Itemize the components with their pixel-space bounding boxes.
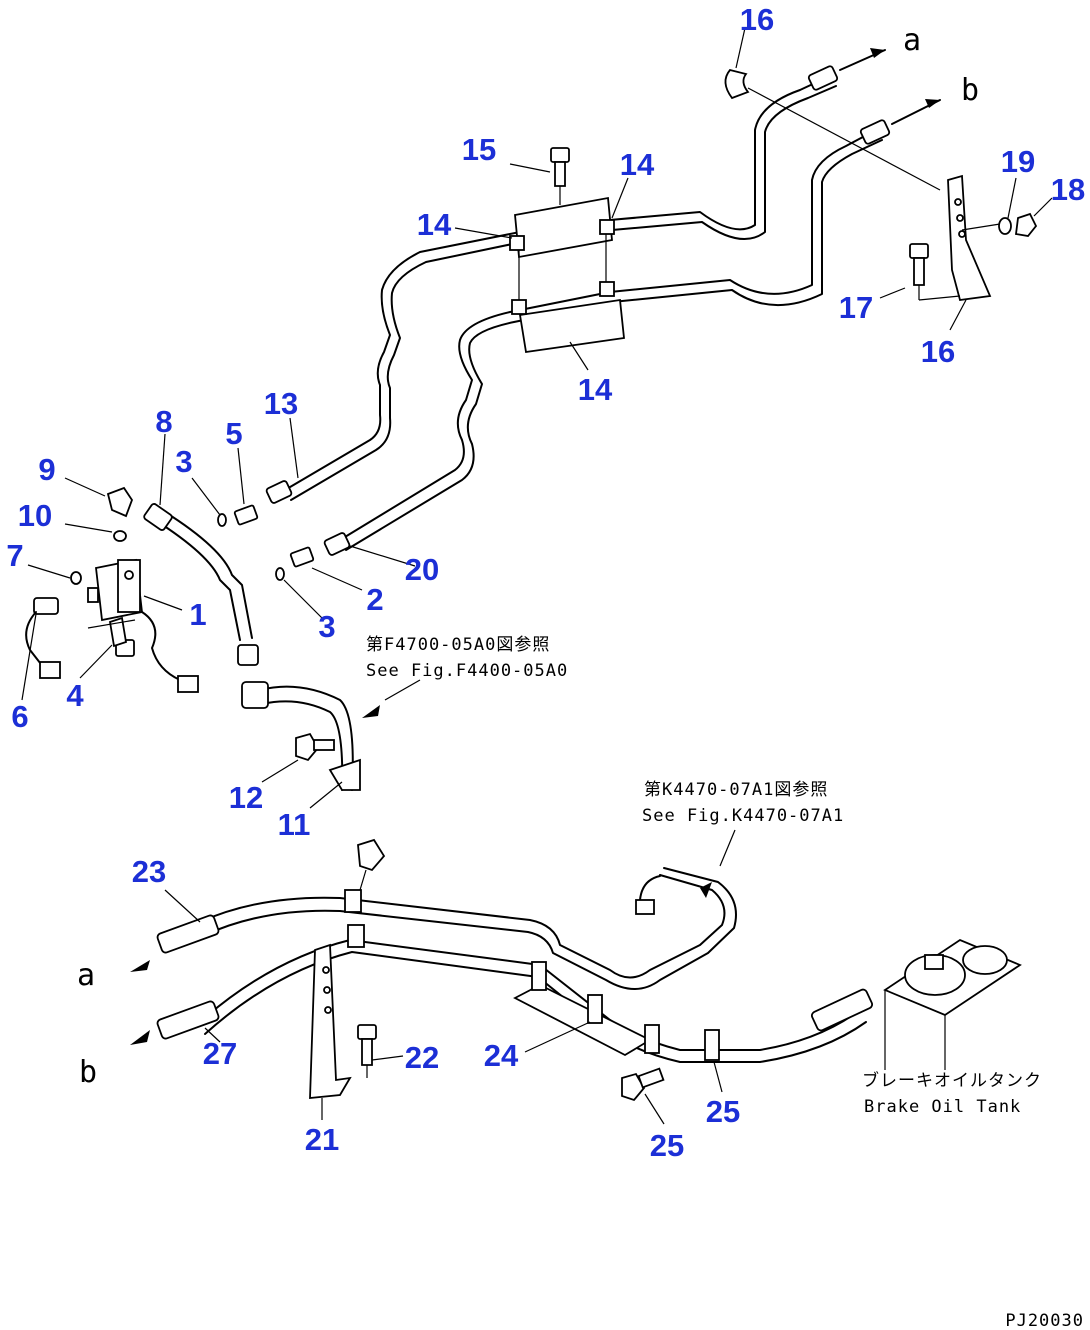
callout-12: 12 [229, 780, 263, 815]
hose-27 [130, 1000, 220, 1045]
callout-27: 27 [203, 1036, 237, 1071]
callout-14-bottom: 14 [578, 372, 613, 407]
callout-22: 21 [305, 1122, 339, 1157]
reference-arrow-f4400 [362, 679, 421, 718]
callout-7: 7 [6, 538, 23, 573]
callout-20: 19 [1001, 144, 1035, 179]
bolt-26 [621, 1067, 665, 1102]
oring-10 [113, 530, 127, 542]
callout-25-right: 25 [706, 1094, 740, 1129]
callout-17: 17 [839, 290, 873, 325]
reference-pipe-k4470 [635, 875, 712, 915]
reference-k4470-jp: 第K4470-07A1図参照 [644, 780, 828, 800]
reference-f4400-en: See Fig.F4400-05A0 [366, 661, 568, 681]
callout-23: 22 [405, 1040, 439, 1075]
callout-8: 8 [155, 404, 172, 439]
tee-pipe-11 [241, 681, 361, 791]
reference-notes: 第F4700-05A0図参照 See Fig.F4400-05A0 第K4470… [366, 635, 1084, 1330]
callout-15: 15 [462, 132, 496, 167]
callout-19: 18 [1051, 172, 1085, 207]
bolt-17 [909, 243, 961, 301]
clip-18 [724, 68, 941, 191]
clamp-plate-upper [509, 196, 615, 259]
mark-b-top: b [961, 73, 979, 108]
callout-10: 10 [18, 498, 52, 533]
harness [141, 611, 199, 693]
mark-b-bottom: b [79, 1055, 97, 1090]
clamp-plate-lower [511, 234, 625, 354]
clamp-25b [704, 1029, 720, 1061]
adapter-2 [289, 532, 351, 568]
callout-14-left: 14 [417, 207, 452, 242]
callout-18: 16 [740, 2, 774, 37]
callout-2: 2 [366, 582, 383, 617]
tank-label-jp: ブレーキオイルタンク [862, 1070, 1042, 1091]
elbow-9 [106, 486, 134, 518]
washer-20 [998, 217, 1012, 235]
bolt-23 [357, 1024, 377, 1078]
callout-5: 4 [66, 678, 84, 713]
brake-oil-tank [883, 938, 1022, 1070]
callout-26: 25 [650, 1128, 684, 1163]
valve-1 [87, 558, 143, 622]
clamp-pair [344, 889, 365, 948]
callout-9: 9 [38, 452, 55, 487]
tank-hose [811, 988, 873, 1032]
callout-3-top: 3 [175, 444, 192, 479]
hose-24 [130, 914, 220, 972]
callout-3-bottom: 3 [318, 609, 335, 644]
reference-f4400-jp: 第F4700-05A0図参照 [366, 635, 550, 655]
bolt-top-lower [357, 838, 386, 891]
nut-19 [1014, 212, 1038, 237]
mark-a-bottom: a [77, 958, 95, 993]
hose-8 [143, 503, 259, 666]
callout-4: 5 [225, 416, 242, 451]
leader-lines [21, 27, 1053, 1125]
reference-arrow-k4470 [719, 829, 736, 867]
upper-pipe-b [339, 129, 883, 551]
clamp-plate-25 [513, 961, 660, 1057]
reference-k4470-en: See Fig.K4470-07A1 [642, 806, 844, 826]
bolt-5 [87, 616, 136, 657]
bolt-15 [550, 147, 570, 205]
bracket-22 [309, 943, 352, 1099]
fitting-top-b [859, 99, 941, 145]
bracket-16 [947, 174, 1001, 301]
sensor-6 [25, 597, 61, 679]
adapter-4 [233, 480, 293, 526]
callout-13: 13 [264, 386, 298, 421]
tank-label-en: Brake Oil Tank [864, 1097, 1021, 1117]
drawing-code: PJ20030 [1005, 1311, 1084, 1330]
callout-16: 16 [921, 334, 955, 369]
upper-pipe-a [284, 75, 837, 501]
bolt-12 [295, 732, 335, 762]
callout-25-left: 24 [484, 1038, 519, 1073]
callout-14-top: 14 [620, 147, 655, 182]
oring-3 [217, 513, 285, 581]
fitting-top-a [807, 48, 886, 91]
callout-6: 6 [11, 699, 28, 734]
callout-1: 1 [189, 597, 206, 632]
callout-21: 20 [405, 552, 439, 587]
callout-24: 23 [132, 854, 166, 889]
oring-7 [70, 571, 82, 585]
lower-pipe-a [199, 867, 737, 990]
callout-numbers: 16 15 14 14 14 19 18 17 16 13 8 5 3 9 10… [6, 2, 1085, 1163]
connection-marks: a b a b [77, 23, 979, 1090]
callout-11: 11 [278, 807, 311, 842]
mark-a-top: a [903, 23, 921, 58]
